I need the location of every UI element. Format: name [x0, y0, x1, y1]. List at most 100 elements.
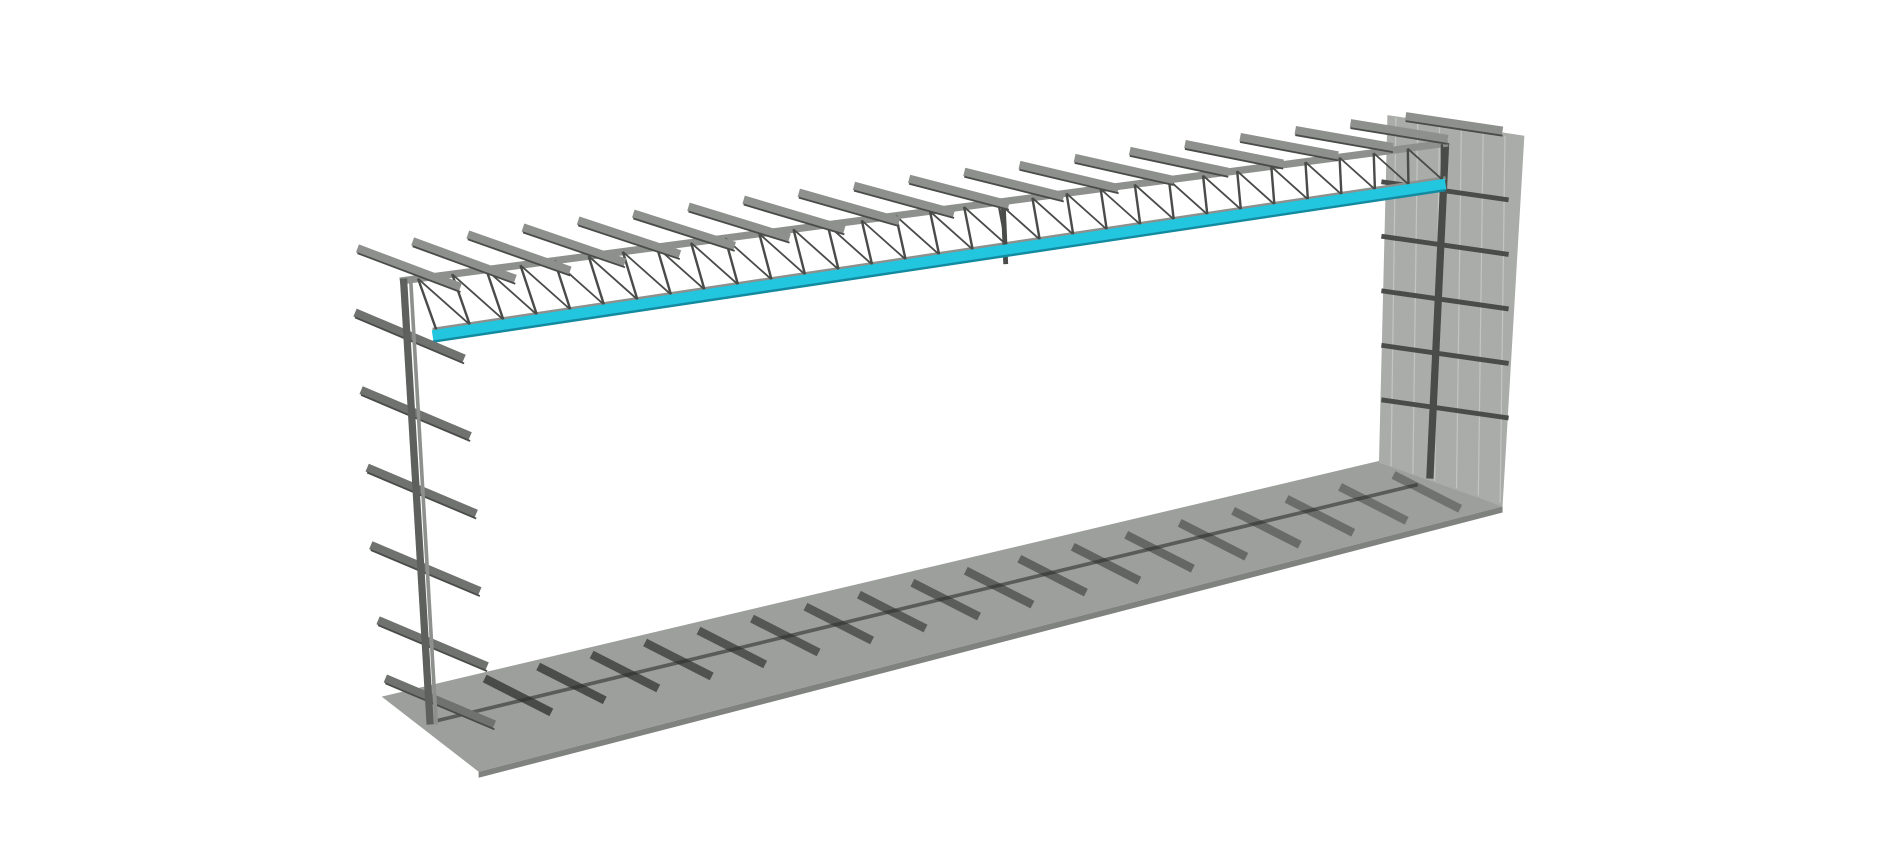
purlin	[1073, 153, 1175, 185]
truss-vertical	[758, 233, 773, 280]
purlin	[1018, 160, 1120, 193]
purlin-edge	[1129, 155, 1229, 178]
wall-panel-seam	[1477, 132, 1484, 496]
truss-diagonal	[1270, 165, 1309, 201]
purlin	[632, 209, 736, 251]
truss-diagonal	[1236, 170, 1275, 206]
truss-vertical	[689, 242, 706, 290]
wall-girt	[1381, 233, 1509, 257]
column-arm-edge	[360, 394, 471, 442]
right-wall-group	[1378, 115, 1525, 507]
truss-diagonal	[417, 277, 471, 326]
purlin	[852, 181, 956, 218]
purlin-edge	[1239, 141, 1339, 162]
purlin-edge	[467, 238, 571, 277]
floor-shadow-stripe	[1338, 483, 1409, 525]
truss-diagonal	[792, 228, 840, 271]
floor-shadow-stripe	[696, 626, 768, 669]
truss-diagonal	[1407, 147, 1443, 180]
truss-vertical	[1031, 197, 1041, 240]
truss-diagonal	[758, 233, 806, 276]
truss-vertical	[792, 229, 807, 275]
column-arm	[359, 386, 472, 441]
truss-diagonal	[1134, 183, 1175, 221]
truss-diagonal	[1373, 152, 1410, 185]
purlin	[411, 237, 517, 283]
truss-vertical	[1235, 170, 1243, 210]
purlin	[576, 216, 682, 259]
truss-vertical	[416, 278, 438, 330]
wall-girt	[1381, 342, 1509, 366]
purlin-edge	[1019, 168, 1119, 195]
right-column	[1426, 142, 1450, 479]
truss-diagonal	[1065, 192, 1108, 231]
truss-diagonal	[1168, 179, 1208, 216]
left-column	[399, 278, 434, 725]
purlin	[742, 195, 846, 234]
purlin	[908, 174, 1010, 209]
floor-shadow-stripe	[963, 566, 1035, 609]
floor-shadow-stripe	[1231, 507, 1302, 549]
purlin	[355, 244, 462, 292]
column-arm-edge	[370, 549, 481, 597]
truss-vertical	[1201, 175, 1209, 215]
purlin-edge	[964, 175, 1064, 203]
purlin-edge	[522, 231, 626, 269]
truss-diagonal	[1031, 197, 1074, 236]
truss-vertical	[1304, 162, 1310, 200]
purlin	[797, 188, 901, 226]
purlin	[1404, 112, 1504, 136]
floor-shadow-stripe	[1284, 495, 1356, 537]
purlin-edge	[743, 203, 845, 236]
truss-diagonal	[588, 255, 638, 301]
floor-shadow-stripe	[1124, 530, 1195, 573]
floor-shadow-stripe	[536, 662, 607, 705]
truss-vertical	[1372, 153, 1377, 190]
floor-shadow-stripe	[589, 650, 661, 693]
truss-diagonal	[963, 206, 1007, 246]
purlin-edge	[1074, 161, 1174, 186]
floor-shadow-stripe	[1017, 554, 1088, 597]
truss-diagonal	[519, 264, 571, 311]
truss-diagonal	[622, 251, 672, 296]
floor-shadow-stripe	[1070, 542, 1142, 585]
truss-vertical	[1065, 193, 1075, 235]
column-arm	[369, 541, 482, 596]
purlin-edge	[412, 245, 516, 285]
column-arm	[383, 674, 497, 729]
truss-vertical	[962, 206, 974, 250]
floor-shadow-stripe	[482, 674, 554, 717]
truss-vertical	[1270, 166, 1276, 205]
floor-slab	[381, 460, 1503, 772]
truss-diagonal	[895, 215, 940, 256]
truss-vertical	[519, 264, 538, 315]
purlin-edge	[1350, 127, 1448, 145]
purlin-edge	[357, 252, 461, 293]
purlin-edge	[853, 189, 955, 219]
purlin-edge	[798, 196, 900, 228]
truss-diagonal	[690, 242, 739, 286]
wall-girt	[1381, 288, 1509, 312]
truss-vertical	[826, 224, 840, 270]
purlin-edge	[688, 210, 790, 244]
purlin	[466, 230, 572, 275]
truss-vertical	[1167, 179, 1175, 220]
purlin-edge	[633, 217, 735, 252]
right-wall	[1378, 115, 1525, 507]
purlin	[1349, 119, 1449, 144]
purlin	[963, 167, 1065, 201]
highlighted-beam	[431, 178, 1447, 341]
floor-slab-edge	[478, 506, 1503, 778]
purlin-edge	[1184, 148, 1284, 170]
purlin-edge	[577, 224, 681, 260]
floor-shadow-stripe	[643, 638, 714, 681]
wall-panel-seam	[1455, 128, 1462, 489]
purlin	[1128, 146, 1230, 177]
floor-slab-group	[381, 460, 1503, 778]
purlin-edge	[1405, 120, 1503, 137]
purlin	[687, 202, 791, 242]
truss-vertical	[1406, 148, 1410, 185]
purlin-edge	[908, 182, 1010, 211]
truss-vertical	[928, 211, 941, 255]
